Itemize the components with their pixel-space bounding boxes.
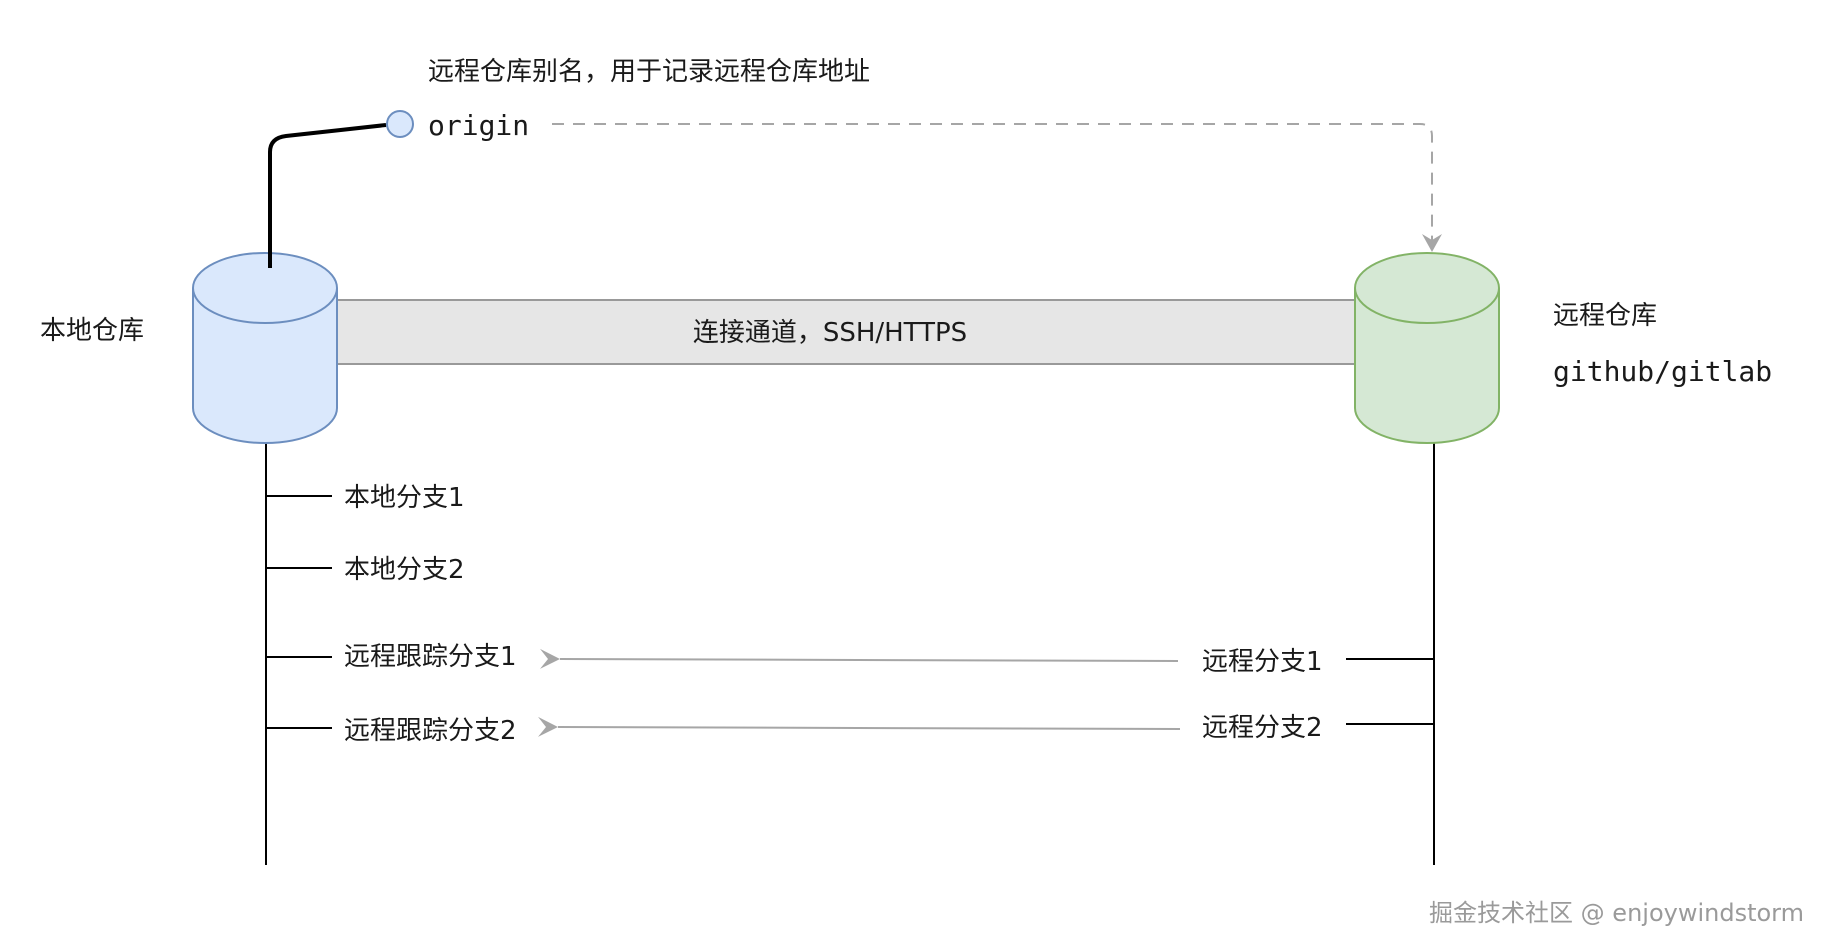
origin-name: origin: [428, 109, 529, 142]
tracking-branch-label: 远程跟踪分支1: [344, 642, 517, 672]
local-repo-rim: [192, 287, 338, 324]
local-repo-cylinder: [192, 252, 338, 444]
local-branches: 本地分支1 本地分支2 远程跟踪分支1 远程跟踪分支2: [266, 483, 517, 746]
remote-branches: 远程分支1 远程分支2: [1202, 647, 1434, 743]
remote-repo-label: 远程仓库: [1553, 301, 1657, 331]
connection-channel: 连接通道，SSH/HTTPS: [329, 299, 1361, 365]
watermark: 掘金技术社区 @ enjoywindstorm: [1429, 899, 1804, 927]
remote-repo-body: [1354, 252, 1500, 444]
remote-repo-host: github/gitlab: [1553, 355, 1772, 388]
tracking-arrow: [537, 716, 1181, 737]
local-repo-body: [192, 252, 338, 444]
local-branch-label: 本地分支1: [344, 483, 465, 513]
origin-caption: 远程仓库别名，用于记录远程仓库地址: [428, 57, 870, 87]
remote-branch-label: 远程分支2: [1202, 713, 1323, 743]
remote-repo-cylinder: [1354, 252, 1500, 444]
origin-connector: [268, 123, 387, 268]
tracking-branch-label: 远程跟踪分支2: [344, 716, 517, 746]
channel-label: 连接通道，SSH/HTTPS: [693, 318, 967, 348]
local-repo-label: 本地仓库: [40, 316, 144, 346]
remote-branch-label: 远程分支1: [1202, 647, 1323, 677]
remote-repo-rim: [1354, 287, 1500, 324]
origin-remote-link: [552, 123, 1442, 252]
local-branch-label: 本地分支2: [344, 555, 465, 585]
tracking-arrow: [539, 648, 1179, 669]
channel-band: [329, 299, 1361, 365]
origin-node: [386, 110, 414, 138]
